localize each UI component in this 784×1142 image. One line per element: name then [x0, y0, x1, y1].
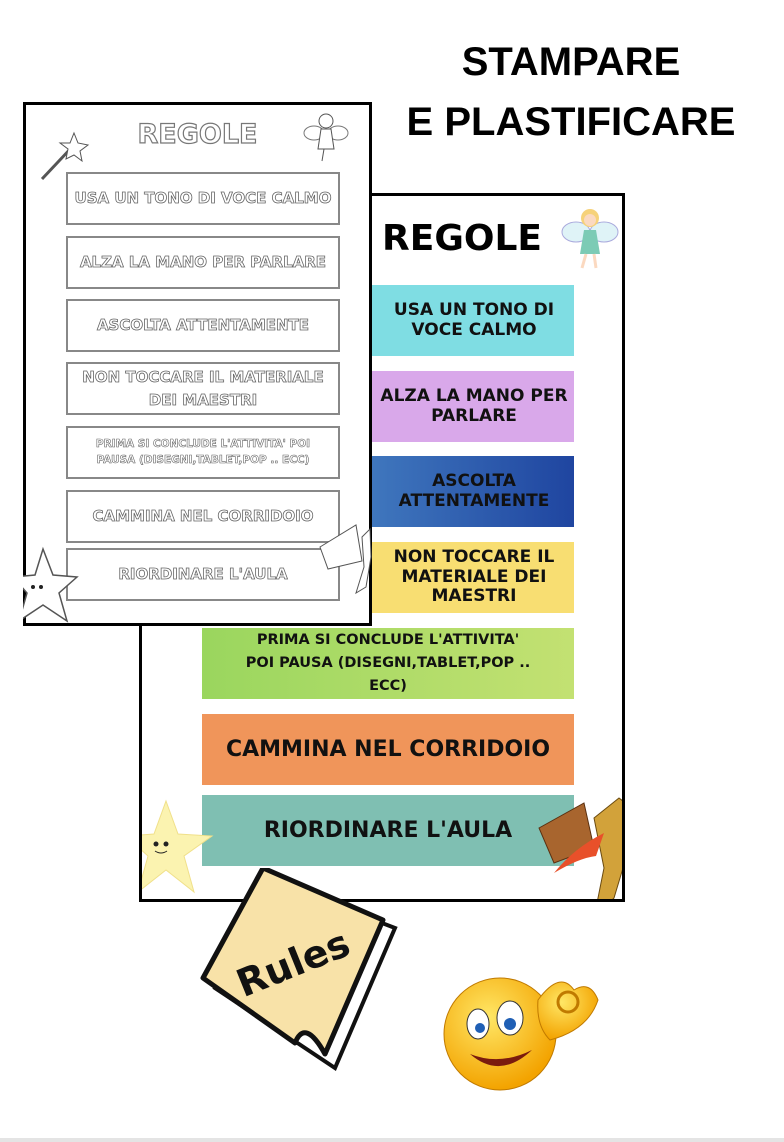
- bw-poster-title: REGOLE: [137, 118, 258, 150]
- rule-bar-3-text: ASCOLTA ATTENTAMENTE: [398, 470, 550, 511]
- ok-emoji-icon: [443, 977, 599, 1091]
- dragon-icon: [538, 797, 622, 899]
- divider: [0, 1138, 784, 1142]
- bw-rule-3: ASCOLTA ATTENTAMENTE: [66, 299, 340, 352]
- rule-bar-5: PRIMA SI CONCLUDE L'ATTIVITA' POI PAUSA …: [202, 628, 574, 699]
- bw-rule-4: NON TOCCARE IL MATERIALE DEI MAESTRI: [66, 362, 340, 415]
- rule-bar-2-text: ALZA LA MANO PER PARLARE: [380, 385, 568, 426]
- rule-bar-6: CAMMINA NEL CORRIDOIO: [202, 714, 574, 785]
- fairy-icon: [561, 209, 619, 269]
- star-icon: [142, 799, 214, 894]
- star-outline-icon: [23, 546, 79, 623]
- rules-note-icon: Rules: [200, 868, 398, 1071]
- magic-wand-icon: [40, 131, 90, 181]
- bw-rule-5: PRIMA SI CONCLUDE L'ATTIVITA' POI PAUSA …: [66, 426, 340, 479]
- headline-line1: STAMPARE: [461, 40, 681, 84]
- bw-poster: REGOLE USA UN TONO DI VOCE CALMO ALZA LA…: [23, 102, 372, 626]
- color-poster: REGOLE USA UN TONO DI VOCE CALMO ALZA LA…: [139, 193, 625, 902]
- headline-line2: E PLASTIFICARE: [406, 100, 736, 144]
- bw-rule-7: RIORDINARE L'AULA: [66, 548, 340, 601]
- bw-rule-2: ALZA LA MANO PER PARLARE: [66, 236, 340, 289]
- fairy-outline-icon: [303, 113, 349, 162]
- bw-rule-1: USA UN TONO DI VOCE CALMO: [66, 172, 340, 225]
- bw-rule-6: CAMMINA NEL CORRIDOIO: [66, 490, 340, 543]
- color-poster-title: REGOLE: [382, 218, 542, 259]
- rule-bar-7: RIORDINARE L'AULA: [202, 795, 574, 866]
- dragon-outline-icon: [319, 524, 372, 595]
- rule-bar-4-text: NON TOCCARE IL MATERIALE DEI MAESTRI: [393, 547, 555, 607]
- rule-bar-1-text: USA UN TONO DI VOCE CALMO: [393, 299, 555, 340]
